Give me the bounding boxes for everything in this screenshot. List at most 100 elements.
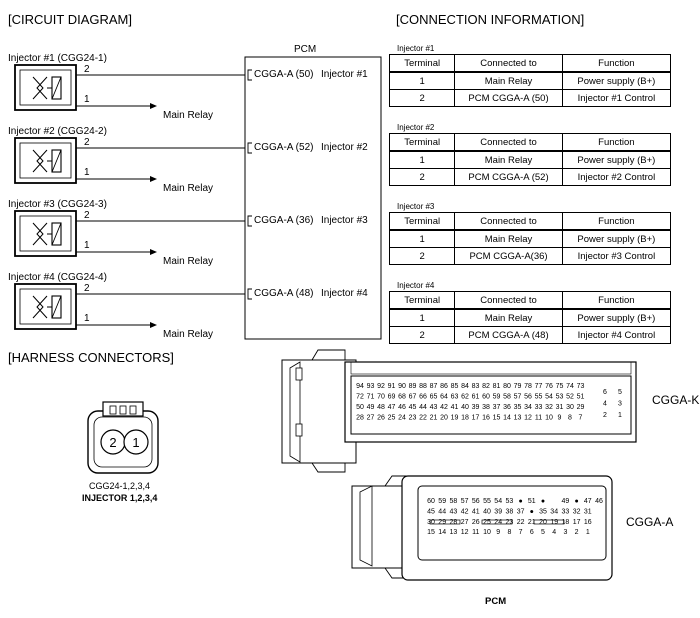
connector-pin: 35: [539, 508, 547, 515]
connector-pin: 58: [503, 394, 511, 401]
connector-pin: 79: [514, 383, 522, 390]
connector-pin: 12: [524, 415, 532, 422]
connector-pin: 9: [496, 529, 500, 536]
connector-pin: 60: [482, 394, 490, 401]
connector-pin: 92: [377, 383, 385, 390]
cggak-label: CGGA-K: [652, 393, 700, 407]
connector-pin: 25: [388, 415, 396, 422]
connector-pin: 39: [472, 404, 480, 411]
injector-name: Injector #2 (CGG24-2): [8, 126, 107, 137]
connector-pin: 62: [461, 394, 469, 401]
connector-pin: 46: [398, 404, 406, 411]
injector-connector: 2 1: [87, 401, 159, 474]
connector-pin: 27: [461, 519, 469, 526]
relay-arrow: [150, 249, 157, 255]
pcm-injector-label: Injector #4: [321, 288, 368, 299]
connector-pin: 84: [461, 383, 469, 390]
connector-pin: 51: [528, 498, 536, 505]
table-header-cell: Function: [561, 133, 672, 152]
connector-pin: 13: [450, 529, 458, 536]
connector-pin: 36: [503, 404, 511, 411]
connector-pin: 63: [451, 394, 459, 401]
connector-pin: 30: [566, 404, 574, 411]
connector-pin: 31: [584, 508, 592, 515]
pcm-pin-label: CGGA-A (36): [254, 215, 314, 226]
connector-pin: 75: [556, 383, 564, 390]
injector-pin-1: 1: [132, 435, 139, 450]
connector-pin: 2: [575, 529, 579, 536]
connector-pin: 19: [451, 415, 459, 422]
connector-pin: 6: [603, 389, 607, 396]
connector-pin: 59: [438, 498, 446, 505]
connector-pin: 43: [430, 404, 438, 411]
connector-pin: 94: [356, 383, 364, 390]
injector-box: [14, 210, 77, 257]
connector-pin: 91: [388, 383, 396, 390]
pin-top-label: 2: [84, 137, 90, 148]
connector-pin: 23: [409, 415, 417, 422]
connector-pin: 68: [398, 394, 406, 401]
connector-pin: 33: [535, 404, 543, 411]
table-cell: 2: [388, 326, 456, 344]
connector-pin: 2: [603, 412, 607, 419]
pcm-injector-label: Injector #1: [321, 69, 368, 80]
cggaa-label: CGGA-A: [626, 515, 674, 529]
connector-pin: 15: [493, 415, 501, 422]
connector-pin: 23: [506, 519, 514, 526]
pcm-injector-label: Injector #2: [321, 142, 368, 153]
connector-pin: 24: [398, 415, 406, 422]
table-cell: Injector #4 Control: [561, 326, 672, 344]
connector-pin: 52: [566, 394, 574, 401]
connector-pin: ●: [574, 498, 578, 505]
relay-arrow: [150, 176, 157, 182]
connection-table-caption: Injector #1: [397, 44, 435, 53]
connector-pin: 53: [556, 394, 564, 401]
injector-name: Injector #3 (CGG24-3): [8, 199, 107, 210]
connector-pin: 41: [451, 404, 459, 411]
connector-pin: 13: [514, 415, 522, 422]
main-relay-label: Main Relay: [163, 256, 214, 267]
table-header-cell: Function: [561, 291, 672, 310]
pin-top-label: 2: [84, 210, 90, 221]
table-cell: Injector #1 Control: [561, 89, 672, 107]
connector-pin: 29: [577, 404, 585, 411]
connector-pin: 41: [472, 508, 480, 515]
connector-pin: 51: [577, 394, 585, 401]
connector-pin: 85: [451, 383, 459, 390]
table-cell: 2: [388, 89, 456, 107]
connector-pin: 8: [568, 415, 572, 422]
connector-pin: 7: [579, 415, 583, 422]
main-relay-label: Main Relay: [163, 183, 214, 194]
pin-top-label: 2: [84, 64, 90, 75]
connector-pin: 88: [419, 383, 427, 390]
connector-pin: 47: [584, 498, 592, 505]
connection-table-caption: Injector #3: [397, 202, 435, 211]
connector-pin: 59: [493, 394, 501, 401]
connector-pin: 17: [472, 415, 480, 422]
connector-pin: 54: [545, 394, 553, 401]
connector-pin: 18: [562, 519, 570, 526]
connector-pin: 87: [430, 383, 438, 390]
connector-pin: 58: [450, 498, 458, 505]
connector-pin: 18: [461, 415, 469, 422]
connector-pin: 76: [545, 383, 553, 390]
table-cell: Injector #3 Control: [561, 247, 672, 265]
connector-pin: 16: [584, 519, 592, 526]
injector-name: Injector #4 (CGG24-4): [8, 272, 107, 283]
table-header-cell: Terminal: [388, 291, 456, 310]
connector-pin: 25: [483, 519, 491, 526]
connection-title: [CONNECTION INFORMATION]: [396, 12, 585, 27]
pcm-title: PCM: [294, 44, 317, 55]
main-relay-label: Main Relay: [163, 110, 214, 121]
pin-bottom-label: 1: [84, 313, 90, 324]
table-cell: Injector #2 Control: [561, 168, 672, 186]
injector-box: [14, 64, 77, 111]
connector-pin: 67: [409, 394, 417, 401]
connector-pin: 78: [524, 383, 532, 390]
connector-pin: 32: [545, 404, 553, 411]
connector-pin: 61: [472, 394, 480, 401]
connector-pin: 37: [517, 508, 525, 515]
